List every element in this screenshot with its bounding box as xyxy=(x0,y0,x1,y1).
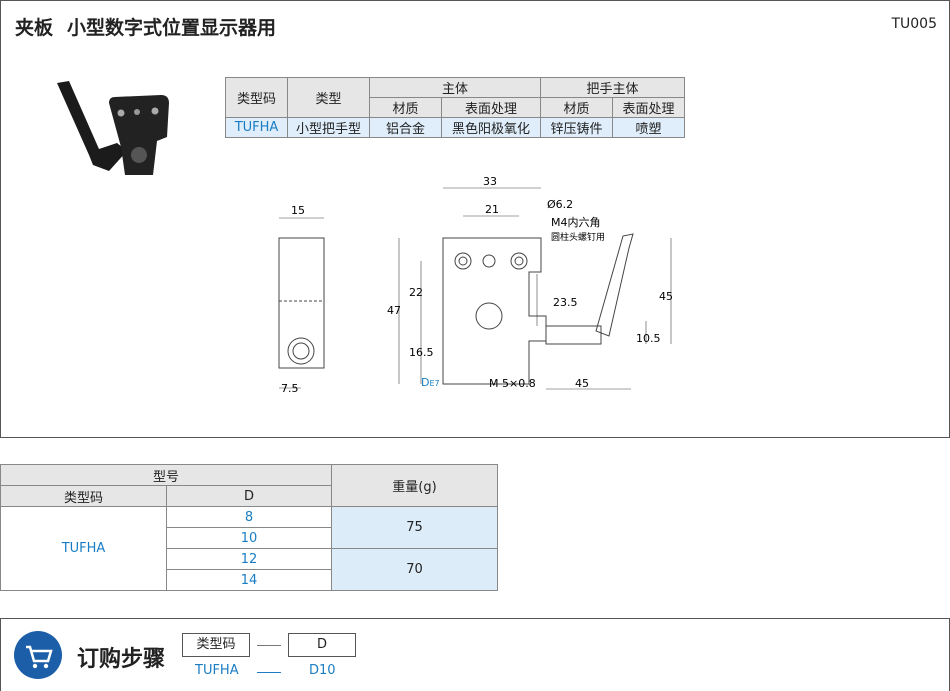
dim-7-5: 7.5 xyxy=(281,382,299,395)
d-value: 10 xyxy=(166,527,332,549)
dim-33: 33 xyxy=(483,176,497,188)
dim-10-5: 10.5 xyxy=(636,332,661,345)
model-type-code: TUFHA xyxy=(0,506,167,591)
cell-type-code: TUFHA xyxy=(225,117,288,138)
header-weight: 重量(g) xyxy=(331,464,498,507)
product-photo xyxy=(57,81,169,175)
dim-m4: M4内六角 xyxy=(551,215,601,229)
dim-21: 21 xyxy=(485,203,499,216)
dim-m4-sub: 圆柱头螺钉用 xyxy=(551,231,605,243)
dim-45-vertical: 45 xyxy=(659,290,673,303)
header-surface: 表面处理 xyxy=(441,97,541,118)
header-type-code: 类型码 xyxy=(225,77,288,118)
cell-surface-2: 喷塑 xyxy=(612,117,685,138)
dim-16-5: 16.5 xyxy=(409,346,434,359)
header-material-2: 材质 xyxy=(540,97,613,118)
header-surface-2: 表面处理 xyxy=(612,97,685,118)
header-model: 型号 xyxy=(0,464,332,486)
cart-icon xyxy=(14,631,62,679)
order-title: 订购步骤 xyxy=(77,647,166,672)
header-type: 类型 xyxy=(287,77,370,118)
dim-15: 15 xyxy=(291,204,305,217)
d-value: 8 xyxy=(166,506,332,528)
model-table: 型号 重量(g) 类型码 D TUFHA 8 75 10 12 70 14 xyxy=(0,464,498,591)
product-code: TU005 xyxy=(891,16,937,32)
order-box-type-code: 类型码 xyxy=(182,633,250,657)
header-handle: 把手主体 xyxy=(540,77,685,98)
weight-value: 75 xyxy=(331,506,498,549)
order-dash xyxy=(257,645,281,646)
dim-47: 47 xyxy=(387,304,401,317)
d-value: 14 xyxy=(166,569,332,591)
cell-material-2: 锌压铸件 xyxy=(540,117,613,138)
technical-drawing: 15 33 Ø6.2 21 M4内六角 圆柱头螺钉用 47 22 23.5 16… xyxy=(278,176,673,395)
weight-value: 70 xyxy=(331,548,498,591)
order-value-type-code: TUFHA xyxy=(195,663,239,678)
dim-22: 22 xyxy=(409,286,423,299)
header-material: 材质 xyxy=(369,97,442,118)
order-box-d: D xyxy=(288,633,356,657)
dim-45-horizontal: 45 xyxy=(575,377,589,390)
header-body: 主体 xyxy=(369,77,541,98)
cell-material: 铝合金 xyxy=(369,117,442,138)
dim-det: DE7 xyxy=(421,376,440,389)
dim-23-5: 23.5 xyxy=(553,296,578,309)
order-value-d: D10 xyxy=(309,663,336,678)
cell-surface: 黑色阳极氧化 xyxy=(441,117,541,138)
order-dash xyxy=(257,672,281,673)
title-sub: 小型数字式位置显示器用 xyxy=(67,17,277,39)
dim-m5: M 5×0.8 xyxy=(489,377,536,390)
title-main: 夹板 xyxy=(15,17,54,39)
page-title: 夹板小型数字式位置显示器用 xyxy=(15,13,276,40)
dim-phi: Ø6.2 xyxy=(547,198,573,211)
header-d: D xyxy=(166,485,332,507)
product-panel: 夹板小型数字式位置显示器用 TU005 类型码 类型 主体 把手主体 材质 表面… xyxy=(0,0,950,438)
spec-table: 类型码 类型 主体 把手主体 材质 表面处理 材质 表面处理 TUFHA 小型把… xyxy=(225,77,685,138)
order-panel: 订购步骤 类型码 D TUFHA D10 xyxy=(0,618,950,691)
cell-type: 小型把手型 xyxy=(287,117,370,138)
d-value: 12 xyxy=(166,548,332,570)
header-type-code: 类型码 xyxy=(0,485,167,507)
